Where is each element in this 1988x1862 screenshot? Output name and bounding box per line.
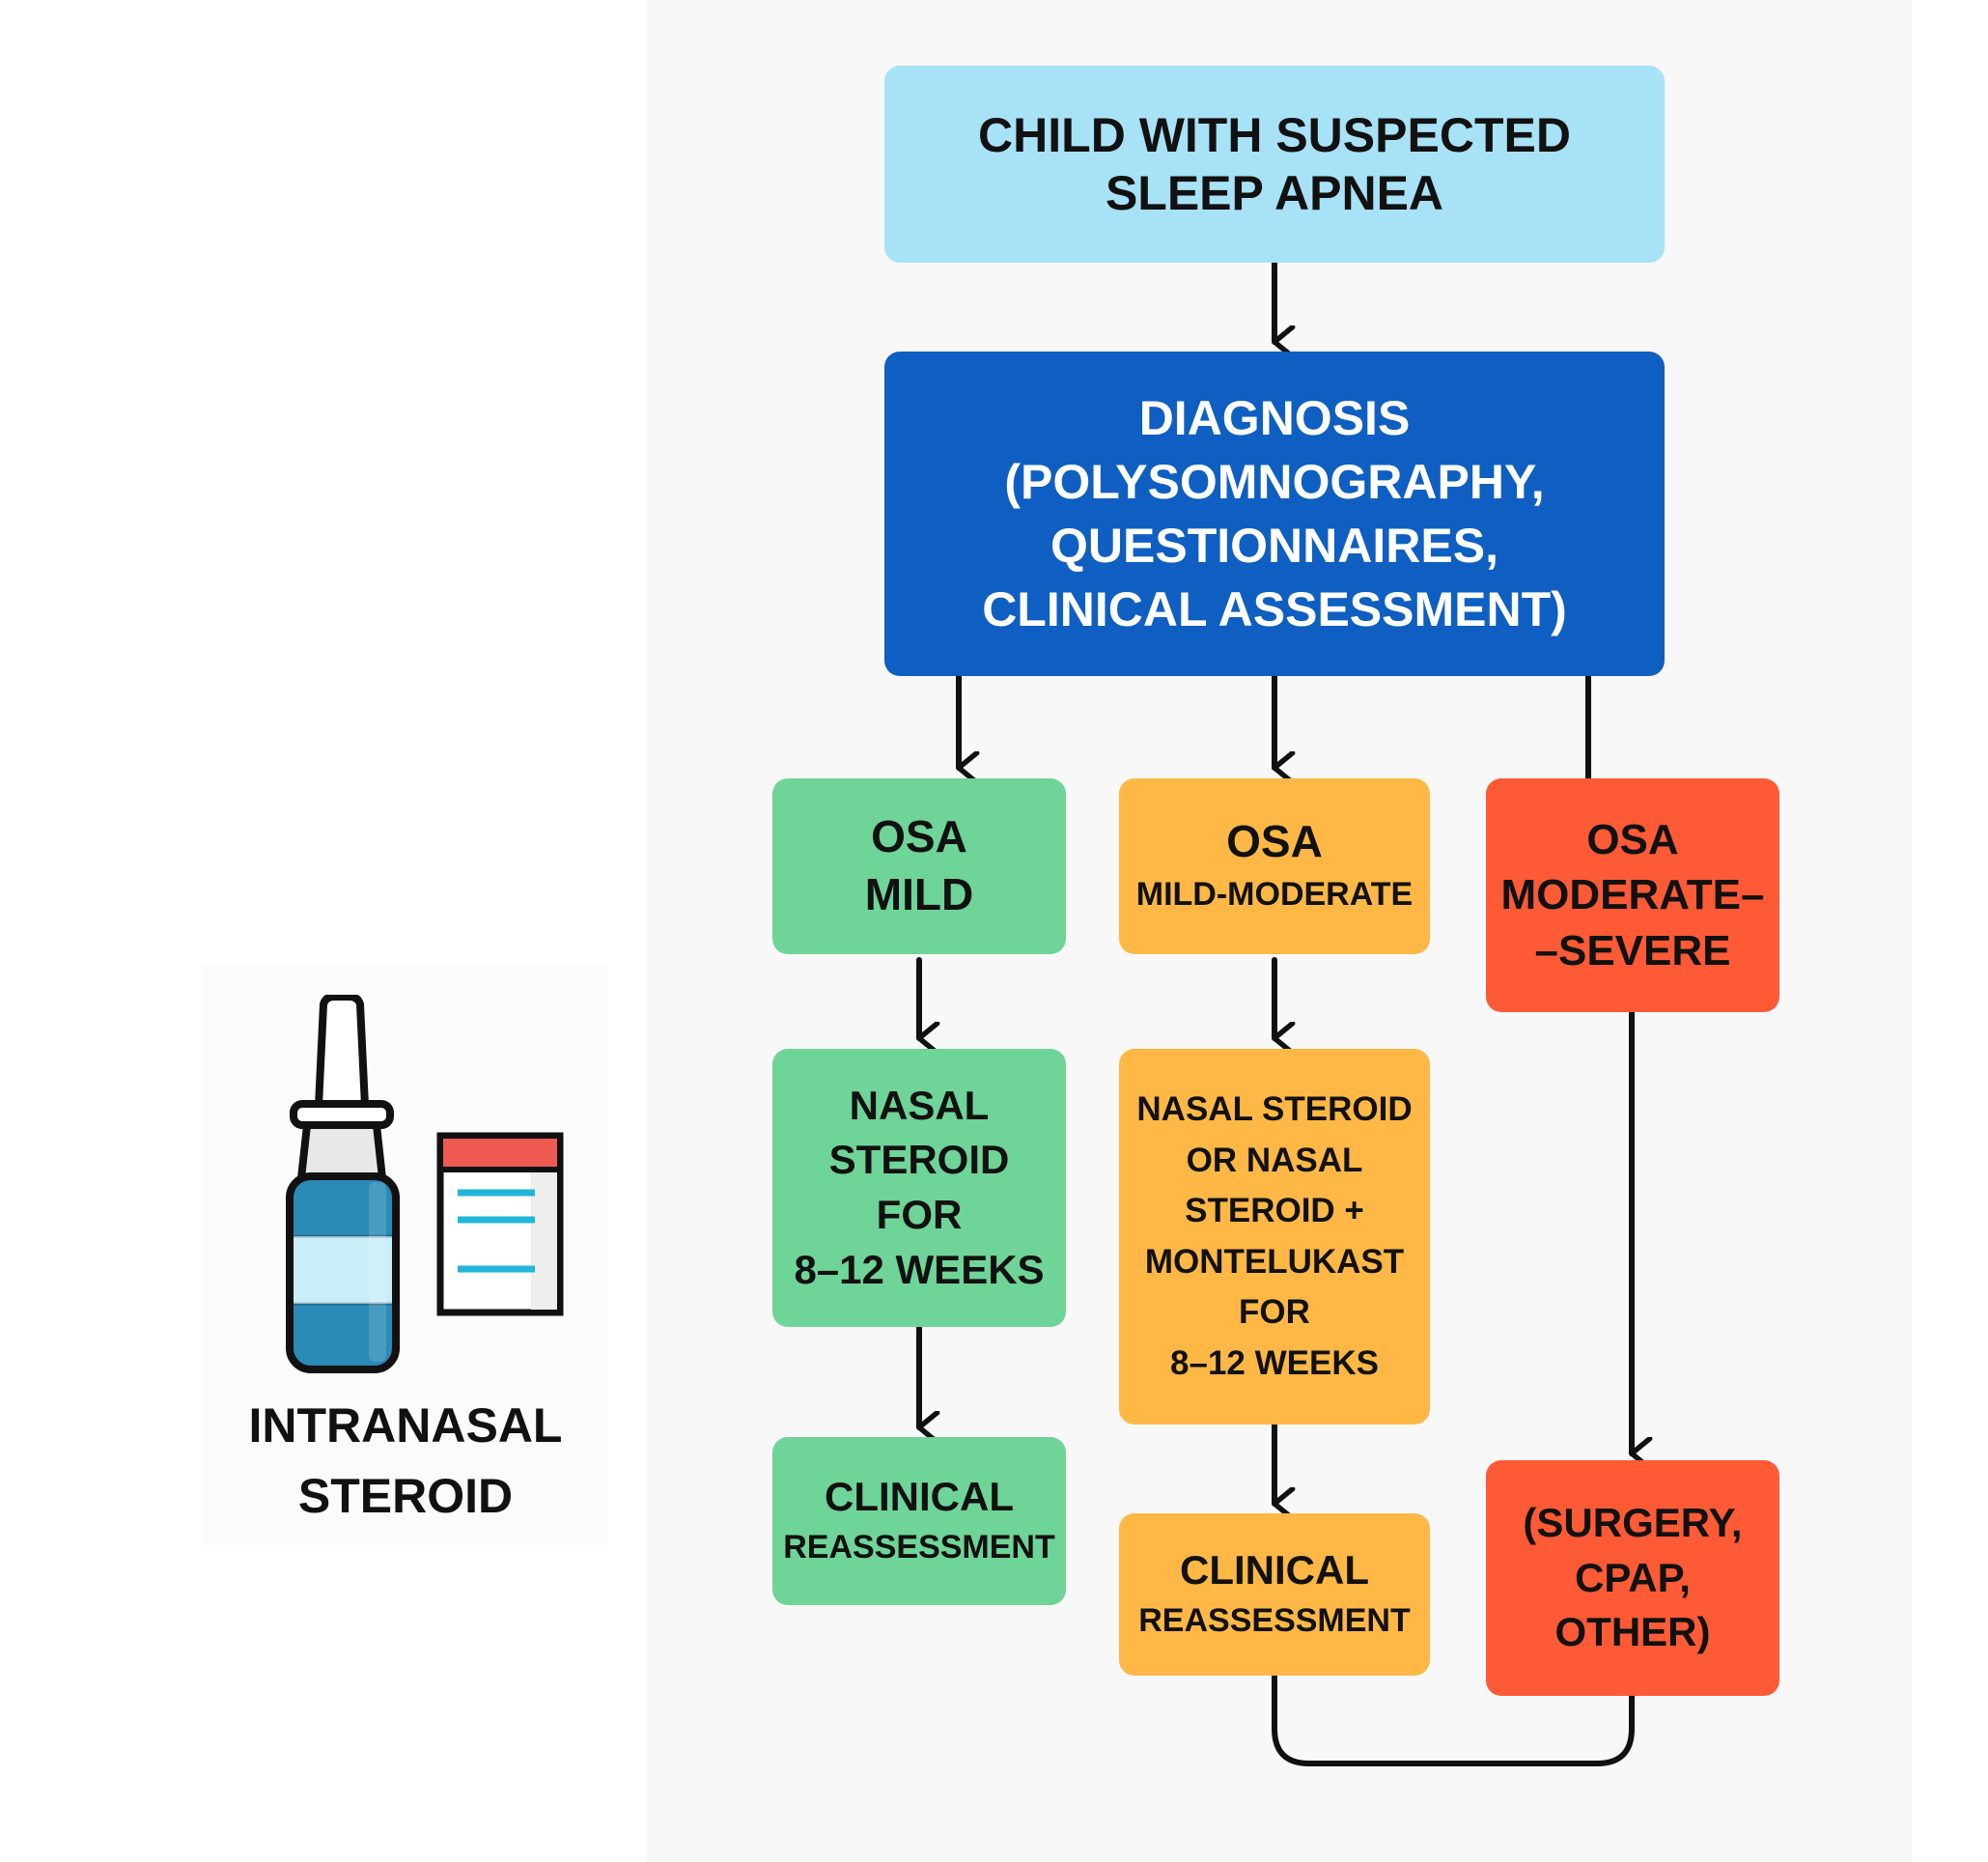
node-text-line: CLINICAL — [825, 1474, 1014, 1520]
node-osa-mild-moderate: OSA MILD-MODERATE — [1119, 778, 1430, 954]
node-text-line: SLEEP APNEA — [1105, 166, 1444, 220]
node-text-line: –SEVERE — [1534, 926, 1731, 974]
node-osa-mild: OSA MILD — [772, 778, 1066, 954]
node-child-suspected-sleep-apnea: CHILD WITH SUSPECTED SLEEP APNEA — [884, 66, 1665, 263]
node-text-line: 8–12 WEEKS — [794, 1246, 1045, 1292]
node-text-line: CLINICAL ASSESSMENT) — [982, 582, 1567, 636]
node-text-line: MONTELUKAST — [1144, 1242, 1405, 1281]
node-osa-moderate-severe: OSA MODERATE– –SEVERE — [1486, 778, 1779, 1012]
nasal-spray-bottle-icon — [286, 995, 400, 1373]
node-text-line: CPAP, — [1575, 1554, 1691, 1600]
node-text-line: FOR — [876, 1192, 963, 1237]
node-text-line: REASSESSMENT — [783, 1528, 1055, 1566]
node-text-line: CHILD WITH SUSPECTED — [978, 108, 1571, 162]
node-text-line: MILD — [864, 869, 974, 919]
node-text-line: MILD-MODERATE — [1135, 876, 1414, 914]
node-text-line: OR NASAL — [1186, 1141, 1363, 1179]
node-text-line: (POLYSOMNOGRAPHY, — [1004, 455, 1545, 509]
intranasal-steroid-label: INTRANASAL STEROID — [203, 1391, 608, 1531]
loop-reassessment-to-severe-treatment — [1272, 1673, 1635, 1766]
medicine-box-icon — [436, 1132, 564, 1316]
node-text-line: NASAL STEROID — [1136, 1090, 1413, 1128]
node-text-line: MODERATE– — [1500, 871, 1765, 919]
label-line: INTRANASAL — [248, 1398, 563, 1453]
node-text-line: OTHER) — [1554, 1609, 1711, 1655]
node-clinical-reassessment-mild: CLINICAL REASSESSMENT — [772, 1437, 1066, 1605]
node-text-line: STEROID — [828, 1137, 1010, 1183]
node-text-line: FOR — [1239, 1293, 1310, 1331]
node-text-line: 8–12 WEEKS — [1170, 1343, 1379, 1382]
node-text-line: QUESTIONNAIRES, — [1050, 519, 1498, 573]
node-text-line: OSA — [1586, 816, 1679, 864]
node-text-line: STEROID + — [1185, 1192, 1364, 1229]
node-text-line: REASSESSMENT — [1138, 1601, 1411, 1639]
node-text-line: (SURGERY, — [1523, 1499, 1743, 1545]
node-nasal-steroid-or-montelukast: NASAL STEROID OR NASAL STEROID + MONTELU… — [1119, 1049, 1430, 1425]
node-text-line: NASAL — [849, 1082, 990, 1128]
node-text-line: OSA — [1226, 815, 1323, 866]
label-line: STEROID — [297, 1468, 514, 1523]
node-text-line: DIAGNOSIS — [1138, 391, 1411, 445]
node-nasal-steroid-8-12-weeks: NASAL STEROID FOR 8–12 WEEKS — [772, 1049, 1066, 1327]
node-text-line: CLINICAL — [1180, 1547, 1369, 1594]
node-clinical-reassessment-mild-moderate: CLINICAL REASSESSMENT — [1119, 1513, 1430, 1676]
node-surgery-cpap-other: (SURGERY, CPAP, OTHER) — [1486, 1460, 1779, 1696]
node-text-line: OSA — [871, 811, 967, 862]
node-diagnosis: DIAGNOSIS (POLYSOMNOGRAPHY, QUESTIONNAIR… — [884, 352, 1665, 676]
